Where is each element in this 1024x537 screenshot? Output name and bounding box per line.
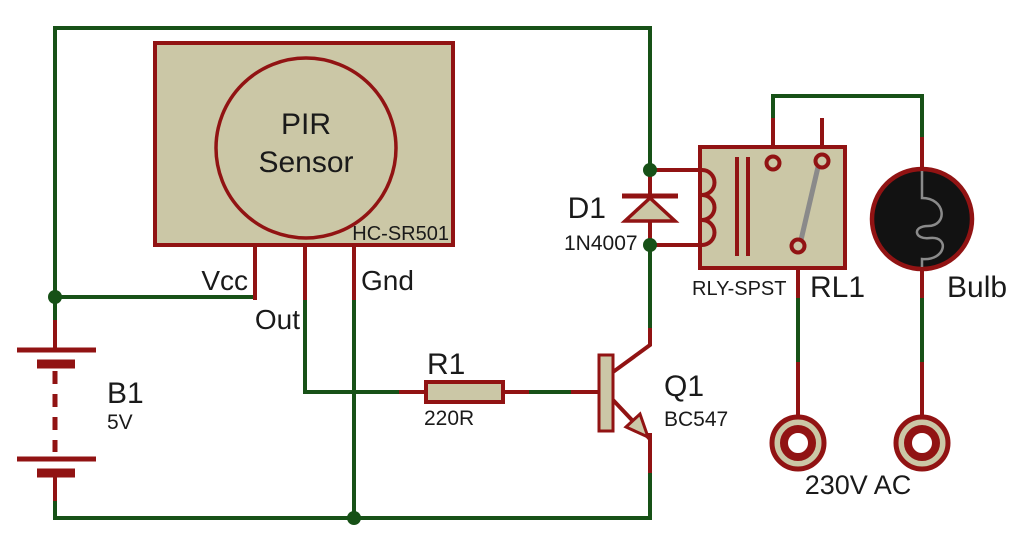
resistor-symbol: R1 220R bbox=[424, 348, 505, 430]
transistor-value: BC547 bbox=[664, 408, 728, 431]
diode-triangle bbox=[620, 195, 680, 223]
battery-ref: B1 bbox=[107, 377, 144, 410]
bulb-symbol: Bulb bbox=[869, 166, 1007, 304]
wire-positive-rail bbox=[53, 26, 652, 327]
relay-coil bbox=[701, 168, 717, 247]
pin-label-vcc: Vcc bbox=[201, 265, 248, 296]
ac-supply-label: 230V AC bbox=[805, 470, 912, 500]
pir-part-number: HC-SR501 bbox=[352, 223, 449, 245]
relay-part-number: RLY-SPST bbox=[692, 278, 786, 300]
diode-symbol: D1 1N4007 bbox=[564, 192, 680, 255]
ac-supply-terminals: 230V AC bbox=[769, 414, 951, 500]
pir-lens-circle bbox=[214, 56, 398, 240]
battery-symbol: B1 5V bbox=[17, 347, 144, 478]
relay-symbol: RLY-SPST RL1 bbox=[692, 145, 865, 304]
transistor-symbol: Q1 BC547 bbox=[597, 353, 728, 440]
bulb-filament bbox=[915, 171, 945, 267]
pir-sensor-module: PIR Sensor HC-SR501 Vcc Out Gnd bbox=[153, 41, 455, 335]
pin-label-gnd: Gnd bbox=[361, 265, 414, 296]
relay-contact-left bbox=[764, 154, 782, 172]
pin-label-out: Out bbox=[255, 304, 300, 335]
relay-contact-right bbox=[813, 152, 831, 170]
diode-ref: D1 bbox=[568, 192, 606, 225]
resistor-body bbox=[424, 380, 505, 404]
diode-value: 1N4007 bbox=[564, 232, 638, 255]
junction-dot-vcc bbox=[48, 290, 62, 304]
junction-dot-diode-bottom bbox=[643, 238, 657, 252]
bulb-label: Bulb bbox=[947, 271, 1007, 304]
relay-contact-common bbox=[789, 237, 807, 255]
wire-relay-to-bulb-top bbox=[771, 94, 924, 143]
transistor-ref: Q1 bbox=[664, 370, 704, 403]
transistor-base-bar bbox=[597, 353, 615, 433]
terminal-right-inner bbox=[904, 425, 940, 461]
terminal-left-inner bbox=[780, 425, 816, 461]
wire-out-to-resistor bbox=[303, 294, 405, 394]
junction-dot-diode-top bbox=[643, 163, 657, 177]
red-wire-stubs bbox=[53, 118, 924, 501]
resistor-value: 220R bbox=[424, 407, 474, 430]
pir-body bbox=[153, 41, 455, 247]
resistor-ref: R1 bbox=[427, 348, 465, 381]
relay-switch-arm bbox=[798, 164, 821, 243]
collector-lead bbox=[610, 328, 652, 375]
junction-dot-ground bbox=[347, 511, 361, 525]
relay-ref: RL1 bbox=[810, 271, 865, 304]
pir-name-line1: PIR bbox=[281, 108, 331, 141]
bulb-globe bbox=[869, 166, 975, 272]
junction-dots bbox=[48, 163, 657, 525]
pir-name-line2: Sensor bbox=[258, 146, 353, 179]
battery-value: 5V bbox=[107, 411, 133, 434]
emitter-arrowhead bbox=[623, 411, 651, 440]
